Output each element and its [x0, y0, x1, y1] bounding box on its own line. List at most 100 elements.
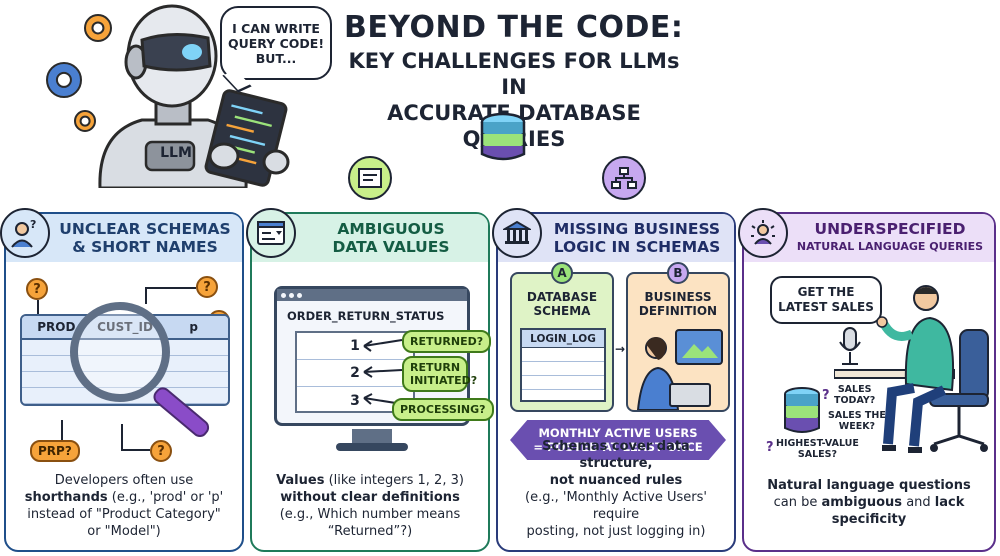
monitor-stand	[352, 429, 392, 445]
panel-description: Natural language questions can be ambigu…	[752, 477, 986, 528]
speech-line: QUERY CODE!	[227, 35, 325, 51]
desc-text: can be	[773, 495, 822, 510]
desc-bold: without clear definitions	[280, 490, 460, 505]
desc-line: without clear definitions	[260, 489, 480, 506]
desc-bold: Natural language questions	[767, 478, 971, 493]
card-letter: B	[667, 262, 689, 284]
desc-line: or "Model")	[87, 524, 161, 539]
gear-icon	[84, 14, 112, 42]
desc-text: (e.g., 'prod' or 'p'	[107, 490, 224, 505]
gear-icon	[74, 110, 96, 132]
panel-description: Developers often use shorthands (e.g., '…	[14, 472, 234, 540]
desc-line: not nuanced rules	[506, 472, 726, 489]
interpretation-option: SALES TODAY?	[834, 384, 875, 406]
panel-description: Values (like integers 1, 2, 3) without c…	[260, 472, 480, 540]
desc-line: posting, not just logging in)	[526, 524, 706, 539]
card-title-line: BUSINESS	[644, 290, 712, 304]
desc-line: Values (like integers 1, 2, 3)	[260, 472, 480, 489]
desc-line: can be ambiguous and lack	[752, 494, 986, 511]
gear-icon	[46, 62, 82, 98]
banner-line: AMBIGUOUS	[337, 220, 445, 238]
request-line: GET THE	[797, 285, 855, 299]
table-name: LOGIN_LOG	[522, 330, 604, 348]
banner-line: UNCLEAR SCHEMAS	[59, 220, 231, 238]
desc-bold: shorthands	[24, 490, 108, 505]
column-header: p	[189, 320, 198, 334]
desc-bold: not nuanced rules	[549, 473, 683, 488]
desc-bold: lack	[934, 495, 965, 510]
banner-line: UNDERSPECIFIED	[814, 220, 966, 238]
desc-line: (e.g., Which number means	[279, 507, 461, 522]
card-title-line: SCHEMA	[533, 304, 591, 318]
desc-bold: specificity	[831, 512, 907, 527]
interpretation-option: HIGHEST-VALUE SALES?	[776, 438, 859, 460]
database-icon	[480, 112, 526, 161]
desc-line: (e.g., 'Monthly Active Users' require	[525, 490, 707, 522]
robot-chest-label: LLM	[160, 145, 192, 161]
desc-line: Schemas cover data structure,	[506, 438, 726, 472]
desc-bold: Schemas cover data structure,	[542, 439, 690, 471]
banner-line: NATURAL LANGUAGE QUERIES	[796, 240, 984, 253]
option-line: SALES	[837, 384, 872, 395]
card-title: BUSINESS DEFINITION	[628, 290, 728, 318]
desc-text: and	[902, 495, 935, 510]
bank-building-icon	[492, 208, 542, 258]
user-at-desk-illustration	[834, 285, 989, 453]
column-name: ORDER_RETURN_STATUS	[287, 309, 445, 323]
window-titlebar	[277, 289, 467, 301]
interpretation-option: SALES THE WEEK?	[828, 410, 886, 432]
question-icon: ?	[150, 440, 172, 462]
user-request-bubble: GET THE LATEST SALES	[770, 276, 882, 324]
column-header: PROD	[37, 320, 76, 334]
arrow-right-icon: →	[615, 342, 626, 356]
panel-underspecified-queries: UNDERSPECIFIED NATURAL LANGUAGE QUERIES …	[738, 208, 996, 552]
login-log-table: LOGIN_LOG	[520, 328, 606, 402]
panel-unclear-schemas: UNCLEAR SCHEMAS & SHORT NAMES ? ? ? ? ? …	[0, 208, 244, 552]
meaning-tag: RETURNED?	[402, 330, 492, 353]
network-head-icon	[738, 208, 788, 258]
database-icon	[784, 387, 820, 433]
panel-description: Schemas cover data structure, not nuance…	[506, 438, 726, 540]
definition-line: = POSTED AT LEAST ONCE	[533, 440, 703, 454]
speech-bubble: I CAN WRITE QUERY CODE! BUT...	[220, 6, 332, 80]
card-title-line: DEFINITION	[638, 304, 718, 318]
desc-line: Natural language questions	[752, 477, 986, 494]
request-line: LATEST SALES	[778, 300, 874, 314]
panel-ambiguous-values: AMBIGUOUS DATA VALUES ORDER_RETURN_STATU…	[246, 208, 494, 552]
card-title: DATABASE SCHEMA	[512, 290, 612, 318]
subtitle-line-1: KEY CHALLENGES FOR LLMs IN	[348, 49, 680, 99]
option-line: HIGHEST-VALUE	[776, 438, 859, 449]
form-icon	[348, 156, 392, 200]
question-icon: ?	[822, 388, 830, 403]
page-title: BEYOND THE CODE:	[344, 10, 684, 45]
value-row: 1	[297, 333, 413, 360]
banner-line: & SHORT NAMES	[72, 238, 218, 256]
question-icon: ?	[196, 276, 218, 298]
definition-banner: MONTHLY ACTIVE USERS = POSTED AT LEAST O…	[510, 420, 726, 460]
banner-line: MISSING BUSINESS	[553, 220, 721, 238]
monitor-base	[336, 443, 408, 451]
analyst-illustration	[636, 329, 723, 410]
desc-bold: Values	[276, 473, 325, 488]
desc-line: Developers often use	[54, 473, 194, 488]
form-icon	[246, 208, 296, 258]
desc-line: specificity	[752, 511, 986, 528]
desc-line: shorthands (e.g., 'prod' or 'p'	[14, 489, 234, 506]
table-row	[522, 362, 604, 376]
table-row	[522, 376, 604, 390]
arrow-lines	[363, 339, 403, 405]
banner-line: LOGIC IN SCHEMAS	[553, 238, 721, 256]
value-row: 2	[297, 360, 413, 387]
hero-section: LLM I CAN WRITE QUERY CODE! BUT... BEYON…	[0, 0, 1000, 200]
speech-line: I CAN WRITE	[232, 20, 320, 36]
magnifier-icon	[70, 302, 170, 402]
desc-line: “Returned”?)	[327, 524, 413, 539]
card-letter: A	[551, 262, 573, 284]
card-business-definition: B BUSINESS DEFINITION	[626, 262, 730, 412]
banner-line: DATA VALUES	[332, 238, 450, 256]
question-icon: ?	[766, 440, 774, 455]
table-row	[22, 388, 228, 404]
option-line: SALES THE	[828, 410, 886, 421]
option-line: TODAY?	[834, 395, 876, 406]
question-icon: ?	[26, 278, 48, 300]
